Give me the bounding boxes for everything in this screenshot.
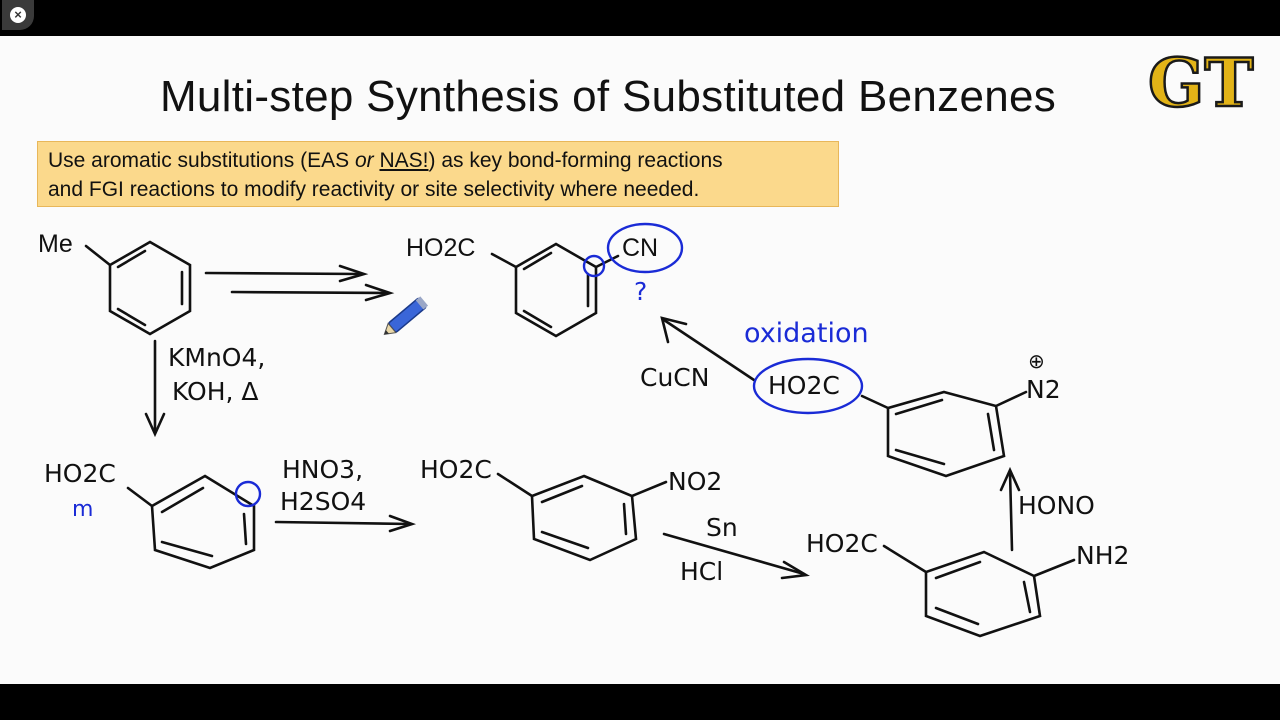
reagent-h2so4: H2SO4 xyxy=(280,487,366,516)
meta-note: m xyxy=(72,497,93,522)
player-top-bar xyxy=(0,0,1280,36)
nitro-ring xyxy=(496,472,668,562)
intermediate2-ho2c: HO2C xyxy=(420,455,492,484)
callout-text-2: ) as key bond-forming reactions xyxy=(428,149,723,172)
target-cn-label: CN xyxy=(622,234,658,262)
synthesis-scheme: Me HO2C CN KMnO4, KOH, Δ HO2C HNO3, H2SO… xyxy=(38,222,1129,638)
intermediate4-n2: N2 xyxy=(1026,375,1061,404)
benzoic-acid-ring xyxy=(126,474,256,570)
toluene-ring xyxy=(84,240,192,336)
intermediate2-no2: NO2 xyxy=(668,467,722,496)
diazonium-charge: ⊕ xyxy=(1028,349,1045,373)
slide-title: Multi-step Synthesis of Substituted Benz… xyxy=(159,72,1057,121)
callout-or: or xyxy=(354,149,374,172)
callout-text-1: Use aromatic substitutions (EAS xyxy=(48,149,355,172)
pencil-icon xyxy=(383,296,429,336)
intermediate1-ho2c: HO2C xyxy=(44,459,116,488)
amine-ring xyxy=(882,544,1076,638)
methyl-label: Me xyxy=(38,230,73,258)
slide: Multi-step Synthesis of Substituted Benz… xyxy=(0,36,1280,684)
reagent-kmno4: KMnO4, xyxy=(168,343,265,372)
intermediate3-ho2c: HO2C xyxy=(806,529,878,558)
reagent-koh: KOH, Δ xyxy=(172,377,259,406)
cyanation-arrow xyxy=(660,316,756,382)
player-bottom-bar xyxy=(0,684,1280,720)
gt-logo-letters: GT xyxy=(1148,44,1253,116)
close-icon: × xyxy=(10,7,26,23)
reagent-hno3: HNO3, xyxy=(282,455,363,484)
close-button[interactable]: × xyxy=(2,0,34,30)
kmno4-arrow xyxy=(144,339,166,438)
callout-nas: NAS! xyxy=(379,149,429,172)
target-position-circle xyxy=(582,254,606,278)
diazotization-arrow xyxy=(999,466,1021,552)
reagent-hcl: HCl xyxy=(680,557,723,586)
callout-line-2: and FGI reactions to modify reactivity o… xyxy=(48,178,700,201)
intermediate3-nh2: NH2 xyxy=(1076,541,1129,570)
target-ho2c-label: HO2C xyxy=(406,234,475,262)
reagent-hono: HONO xyxy=(1018,491,1095,520)
cn-circle xyxy=(606,222,684,274)
gt-logo-mark: GT xyxy=(1147,44,1255,116)
reagent-sn: Sn xyxy=(706,513,738,542)
oxidation-note: oxidation xyxy=(744,318,869,349)
ho2c-circle xyxy=(752,357,864,415)
reduction-arrow xyxy=(662,532,810,580)
nitration-arrow xyxy=(274,514,417,533)
gt-logo: GT xyxy=(1147,44,1255,116)
target-arrow xyxy=(204,264,395,302)
meta-position-circle xyxy=(234,480,262,508)
target-ring xyxy=(490,242,620,338)
diazonium-ring xyxy=(860,390,1028,478)
callout-box: Use aromatic substitutions (EAS or NAS!)… xyxy=(37,141,839,207)
reagent-cucn: CuCN xyxy=(640,363,709,392)
intermediate4-ho2c: HO2C xyxy=(768,371,840,400)
target-question: ? xyxy=(634,277,647,306)
